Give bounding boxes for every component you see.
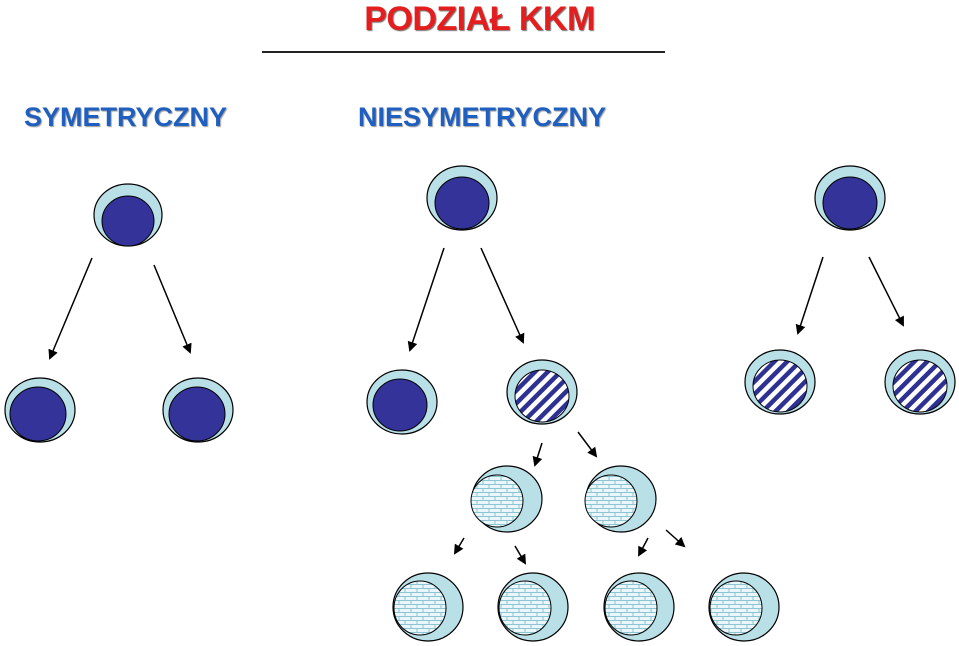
arrow-tr-right xyxy=(665,529,686,548)
arrow-tl-right xyxy=(514,545,527,565)
label-asymmetric: NIESYMETRYCZNY xyxy=(358,102,607,132)
arrow-prog-left xyxy=(532,442,543,467)
transit-cell-right xyxy=(584,465,657,533)
asymmetric2-progenitor-cell-right xyxy=(884,349,956,415)
symmetric-daughter-cell-right xyxy=(162,377,234,443)
transit-cell-left xyxy=(470,465,543,533)
arrow-asym2-right xyxy=(868,256,904,327)
arrow-asym-left xyxy=(407,247,445,352)
arrow-sym-right xyxy=(153,264,192,354)
differentiated-cell-4 xyxy=(708,572,780,642)
arrow-asym2-left xyxy=(795,256,824,335)
differentiated-cell-1 xyxy=(392,572,464,642)
label-symmetric: SYMETRYCZNY xyxy=(24,102,228,132)
differentiated-cell-3 xyxy=(603,572,675,642)
asymmetric-stem-daughter-cell xyxy=(366,369,438,435)
title-underline xyxy=(262,51,665,53)
symmetric-parent-cell xyxy=(93,183,163,247)
differentiated-cell-2 xyxy=(497,572,569,642)
arrow-sym-left xyxy=(48,257,93,360)
arrow-prog-right xyxy=(577,431,598,458)
symmetric-daughter-cell-left xyxy=(4,377,76,443)
asymmetric-parent-cell xyxy=(426,165,498,231)
asymmetric-progenitor-cell xyxy=(506,359,578,425)
asymmetric2-progenitor-cell-left xyxy=(744,349,816,415)
arrow-asym-right xyxy=(480,247,525,344)
asymmetric-parent-cell-2 xyxy=(814,165,886,231)
page-title: PODZIAŁ KKM xyxy=(364,0,595,38)
arrow-tr-left xyxy=(638,537,649,557)
arrow-tl-left xyxy=(453,537,465,555)
